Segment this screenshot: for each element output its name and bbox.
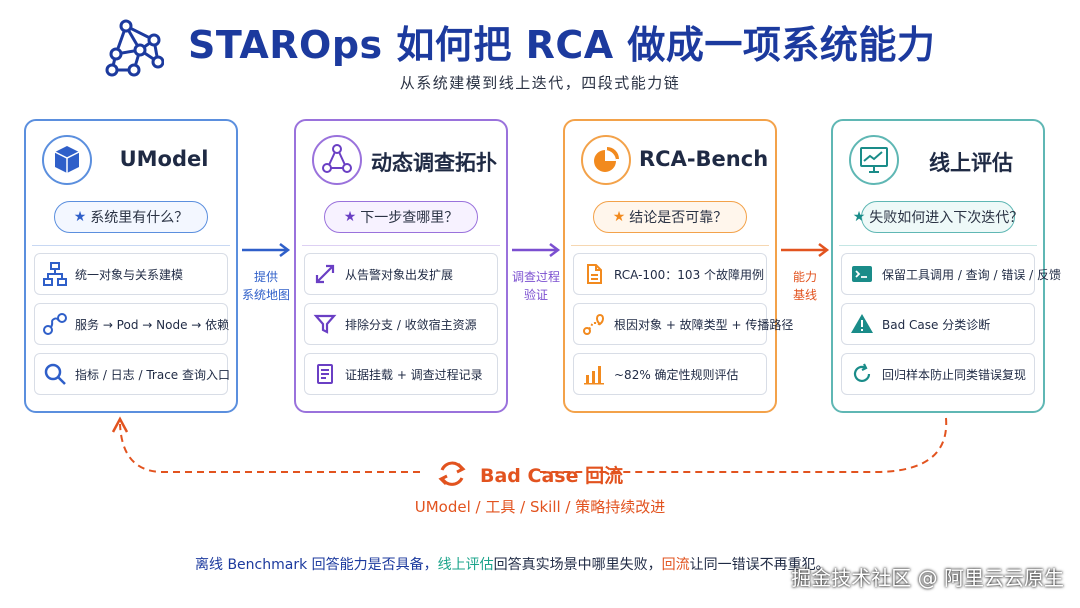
star-icon: ★ [73, 209, 87, 225]
card-umodel: UModel ★ 系统里有什么？ 统一对象与关系建模 服务 → Pod → No… [24, 119, 238, 413]
connector-label-1: 提供系统地图 [241, 270, 290, 302]
card-title: 线上评估 [929, 151, 1013, 175]
refresh-icon [842, 362, 882, 386]
star-icon: ★ [852, 209, 866, 225]
list-item: 排除分支 / 收敛宿主资源 [304, 303, 498, 345]
list-item: 回归样本防止同类错误复现 [841, 353, 1035, 395]
loop-subtitle: UModel / 工具 / Skill / 策略持续改进 [414, 498, 666, 516]
item-label: 指标 / 日志 / Trace 查询入口 [75, 367, 230, 382]
bar-chart-icon [574, 362, 614, 386]
filter-icon [305, 312, 345, 336]
route-icon [574, 311, 614, 337]
item-label: 排除分支 / 收敛宿主资源 [345, 317, 477, 332]
terminal-icon [842, 262, 882, 286]
monitor-icon [849, 135, 899, 185]
question-text: 系统里有什么？ [90, 210, 189, 226]
card-question: ★ 系统里有什么？ [54, 201, 208, 233]
list-item: 服务 → Pod → Node → 依赖 [34, 303, 230, 345]
document-icon [305, 362, 345, 386]
card-title: UModel [119, 147, 209, 171]
question-text: 结论是否可靠？ [629, 210, 728, 226]
cycle-icon [438, 461, 466, 486]
card-rca-bench: RCA-Bench ★ 结论是否可靠？ RCA-100：103 个故障用例 根因… [563, 119, 793, 413]
network-logo-icon [105, 19, 164, 77]
divider [839, 245, 1037, 246]
watermark: 掘金技术社区 @ 阿里云云原生 [791, 566, 1064, 590]
warning-icon [842, 312, 882, 336]
item-label: 证据挂载 + 调查过程记录 [345, 367, 483, 382]
arrow-connector-3 [781, 243, 830, 257]
card-online-evaluation: 线上评估 ★ 失败如何进入下次迭代？ 保留工具调用 / 查询 / 错误 / 反馈… [831, 119, 1061, 413]
question-text: 下一步查哪里？ [360, 210, 459, 226]
list-item: RCA-100：103 个故障用例 [573, 253, 767, 295]
connector-label-2: 调查过程验证 [511, 270, 560, 302]
loop-title: Bad Case 回流 [480, 465, 624, 487]
list-item: Bad Case 分类诊断 [841, 303, 1035, 345]
item-label: 从告警对象出发扩展 [345, 267, 454, 282]
connector-label-3: 能力基线 [792, 270, 817, 302]
card-question: ★ 结论是否可靠？ [593, 201, 747, 233]
card-question: ★ 下一步查哪里？ [324, 201, 478, 233]
question-text: 失败如何进入下次迭代？ [869, 210, 1024, 226]
card-title: 动态调查拓扑 [371, 151, 497, 175]
list-item: 统一对象与关系建模 [34, 253, 228, 295]
graph-icon [312, 135, 362, 185]
pie-chart-icon [581, 135, 631, 185]
arrow-connector-1 [242, 243, 291, 257]
item-label: 根因对象 + 故障类型 + 传播路径 [614, 317, 794, 332]
card-question: ★ 失败如何进入下次迭代？ [853, 201, 1023, 233]
item-label: 统一对象与关系建模 [75, 267, 184, 282]
list-item: ~82% 确定性规则评估 [573, 353, 767, 395]
card-title: RCA-Bench [639, 147, 769, 171]
star-icon: ★ [343, 209, 357, 225]
item-label: ~82% 确定性规则评估 [614, 367, 739, 382]
cube-icon [42, 135, 92, 185]
arrow-connector-2 [512, 243, 561, 257]
card-investigation-topology: 动态调查拓扑 ★ 下一步查哪里？ 从告警对象出发扩展 排除分支 / 收敛宿主资源… [294, 119, 508, 413]
list-item: 指标 / 日志 / Trace 查询入口 [34, 353, 230, 395]
page-subtitle: 从系统建模到线上迭代，四段式能力链 [399, 74, 681, 92]
bottom-summary: 离线 Benchmark 回答能力是否具备，线上评估回答真实场景中哪里失败，回流… [195, 557, 830, 573]
link-icon [35, 311, 75, 337]
file-icon [574, 262, 614, 286]
divider [302, 245, 500, 246]
list-item: 保留工具调用 / 查询 / 错误 / 反馈 [841, 253, 1061, 295]
divider [571, 245, 769, 246]
item-label: 服务 → Pod → Node → 依赖 [75, 317, 230, 332]
item-label: 回归样本防止同类错误复现 [882, 367, 1027, 382]
divider [32, 245, 230, 246]
feedback-loop-arrow [111, 416, 948, 473]
star-icon: ★ [612, 209, 626, 225]
list-item: 根因对象 + 故障类型 + 传播路径 [573, 303, 793, 345]
hierarchy-icon [35, 261, 75, 287]
item-label: Bad Case 分类诊断 [882, 317, 991, 332]
expand-icon [305, 262, 345, 286]
item-label: 保留工具调用 / 查询 / 错误 / 反馈 [882, 267, 1062, 282]
item-label: RCA-100：103 个故障用例 [614, 267, 765, 282]
page-title: STAROps 如何把 RCA 做成一项系统能力 [188, 23, 936, 67]
search-icon [35, 361, 75, 387]
list-item: 证据挂载 + 调查过程记录 [304, 353, 498, 395]
list-item: 从告警对象出发扩展 [304, 253, 498, 295]
